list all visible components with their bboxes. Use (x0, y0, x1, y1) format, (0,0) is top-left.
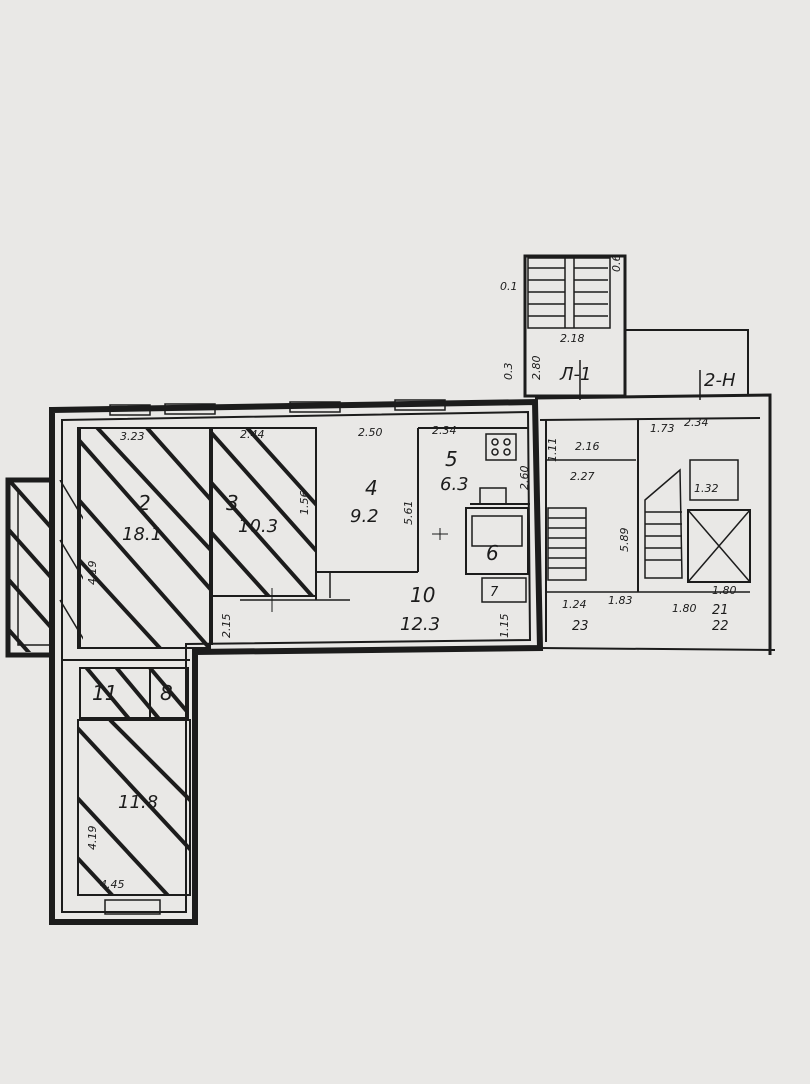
section-labels: Л-1 2-Н 21 22 23 (559, 364, 736, 634)
dim-label: 2.50 (358, 426, 383, 439)
dim-label: 1.56 (298, 491, 311, 516)
dim-label: 2.34 (432, 424, 457, 437)
room-3-number: 3 (226, 491, 239, 515)
dim-label: 1.83 (608, 594, 633, 607)
elevator-shaft (687, 509, 751, 583)
dim-label: 1.11 (546, 438, 559, 463)
inner-wall-line (61, 410, 532, 913)
dim-label: 0.3 (502, 363, 515, 381)
dim-label: 2.27 (570, 470, 595, 483)
right-stair-2 (644, 468, 683, 579)
dim-label: 5.61 (402, 501, 415, 526)
code-label: 23 (572, 619, 589, 634)
room-6-number: 6 (486, 541, 499, 565)
room-4-number: 4 (365, 476, 378, 500)
room-10-area: 12.3 (400, 614, 440, 635)
room-2-hatch (78, 428, 210, 648)
stove (485, 433, 517, 461)
dim-label: 1.80 (672, 602, 697, 615)
room-3-area: 10.3 (238, 516, 278, 537)
room-4-area: 9.2 (350, 506, 379, 527)
dim-label: 4.45 (100, 878, 125, 891)
room-7-number: 7 (490, 585, 499, 600)
dim-label: 2.15 (220, 614, 233, 639)
dim-label: 0.1 (500, 280, 518, 293)
outer-wall (49, 398, 544, 925)
right-block-outline (625, 329, 749, 395)
section-label-2: 2-Н (704, 370, 736, 391)
dim-label: 1.24 (562, 598, 587, 611)
code-label: 22 (712, 619, 729, 634)
dim-label: 4.19 (86, 826, 99, 851)
dim-label: 1.80 (712, 584, 737, 597)
right-stair-1 (547, 507, 587, 581)
dim-label: 2.18 (560, 332, 585, 345)
dim-label: 0.6 (610, 255, 623, 273)
dim-label: 1.15 (498, 614, 511, 639)
balcony-hatch (8, 480, 53, 652)
balcony-outline (5, 477, 52, 658)
dimension-labels: 3.23 2.44 2.50 2.34 2.16 1.73 2.34 2.18 … (86, 255, 737, 892)
wc-outline (481, 577, 527, 603)
room-2-area: 18.1 (122, 524, 162, 545)
top-windows (109, 399, 446, 416)
dim-label: 2.80 (530, 356, 543, 381)
dim-label: 2.44 (240, 428, 265, 441)
room-2-number: 2 (138, 491, 151, 515)
dim-label: 2.16 (575, 440, 600, 453)
room-11-outline (79, 667, 189, 719)
dim-label: 2.60 (518, 466, 531, 491)
dim-label: 1.32 (694, 482, 719, 495)
room-2-outline (77, 427, 211, 649)
room-5-area: 6.3 (440, 474, 469, 495)
bathroom-outline (465, 507, 529, 575)
dim-label: 3.23 (120, 430, 145, 443)
room-5-number: 5 (445, 447, 458, 471)
room-11-number: 11 (92, 681, 117, 705)
dim-label: 2.34 (684, 416, 709, 429)
dim-label: 4.19 (86, 561, 99, 586)
room-9-outline (77, 719, 191, 896)
room-9-area: 11.8 (118, 792, 158, 813)
dim-label: 5.89 (618, 528, 631, 553)
room-8-number: 8 (160, 681, 173, 705)
room-9-hatch (78, 720, 190, 895)
room-labels: 2 18.1 3 10.3 4 9.2 5 6.3 6 7 10 12.3 11… (92, 447, 499, 813)
room-10-number: 10 (410, 583, 435, 607)
code-label: 21 (712, 603, 729, 618)
dim-label: 1.73 (650, 422, 675, 435)
section-label-1: Л-1 (559, 364, 591, 385)
